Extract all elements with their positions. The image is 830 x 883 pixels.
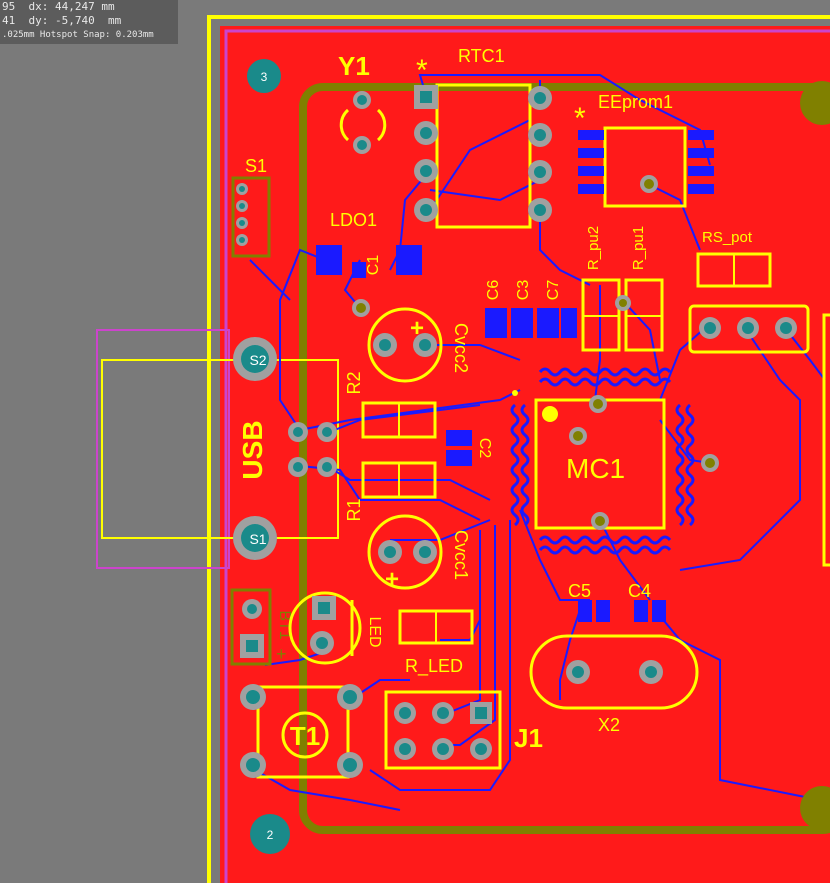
label-r-pu2: R_pu2 bbox=[585, 226, 602, 270]
label-s1-switch: S1 bbox=[245, 156, 267, 176]
mc1-pads[interactable] bbox=[510, 367, 695, 555]
keepout-outline bbox=[224, 29, 830, 883]
mount-hole-3-label: 3 bbox=[261, 70, 268, 84]
led-outline bbox=[288, 591, 362, 665]
label-bt1: BT1 bbox=[276, 610, 293, 639]
s1-switch-pads[interactable] bbox=[236, 183, 248, 246]
eeprom1-pads[interactable] bbox=[578, 130, 714, 194]
label-c1: C1 bbox=[365, 255, 382, 276]
x2-outline bbox=[529, 634, 699, 710]
mount-hole-3[interactable] bbox=[247, 59, 281, 93]
mc1-dot bbox=[512, 390, 518, 396]
label-c7: C7 bbox=[545, 280, 562, 301]
cvcc2-outline bbox=[367, 307, 443, 383]
usb-signal-pads[interactable] bbox=[288, 422, 337, 477]
j1-outline bbox=[384, 690, 502, 770]
mount-hole-2-label: 2 bbox=[267, 828, 274, 842]
label-r2: R2 bbox=[344, 371, 364, 394]
t1-outline bbox=[256, 685, 350, 779]
label-mc1: MC1 bbox=[566, 453, 625, 484]
label-rtc1: RTC1 bbox=[458, 46, 505, 66]
mount-hole-2[interactable] bbox=[250, 814, 290, 854]
hud-dy: dy: -5,740 mm bbox=[28, 14, 122, 27]
label-x2: X2 bbox=[598, 715, 620, 735]
cvcc1-plus: + bbox=[385, 566, 399, 593]
hud-line2-prefix: 41 bbox=[2, 14, 16, 27]
label-cvcc2: Cvcc2 bbox=[451, 323, 471, 373]
label-r-led: R_LED bbox=[405, 656, 463, 677]
eeprom1-outline bbox=[603, 126, 687, 208]
label-c5: C5 bbox=[568, 581, 591, 601]
eeprom1-pin1-marker: * bbox=[574, 102, 586, 135]
label-led: LED bbox=[366, 616, 383, 647]
label-rs-pot: RS_pot bbox=[702, 229, 753, 246]
label-eeprom1: EEprom1 bbox=[598, 92, 673, 112]
label-r-pu1: R_pu1 bbox=[630, 226, 647, 270]
t1-circle bbox=[281, 711, 329, 759]
label-y1: Y1 bbox=[338, 51, 370, 81]
label-c4: C4 bbox=[628, 581, 651, 601]
hud-snap-info: .025mm Hotspot Snap: 0.203mm bbox=[2, 30, 154, 40]
label-c6: C6 bbox=[485, 280, 502, 301]
label-t1: T1 bbox=[290, 721, 320, 751]
bt1-plus: + bbox=[276, 644, 287, 664]
cvcc1-outline bbox=[367, 514, 443, 590]
ldo1-pads[interactable] bbox=[316, 245, 422, 278]
c2-pads[interactable] bbox=[446, 430, 472, 466]
label-c3: C3 bbox=[515, 280, 532, 301]
mount-hole-right-bottom[interactable] bbox=[800, 786, 830, 830]
usb-courtyard bbox=[96, 329, 230, 569]
bottom-traces bbox=[249, 74, 826, 811]
label-ldo1: LDO1 bbox=[330, 210, 377, 230]
label-j1: J1 bbox=[514, 723, 543, 753]
mc1-pin1-marker bbox=[542, 406, 558, 422]
rtc1-outline bbox=[435, 83, 532, 229]
hud-line1-prefix: 95 bbox=[2, 0, 16, 13]
y1-outline bbox=[339, 108, 387, 142]
measurement-readout: 95 dx: 44,247 mm 41 dy: -5,740 mm .025mm… bbox=[0, 0, 178, 44]
right-edge-component bbox=[822, 313, 830, 567]
s1-switch-outline bbox=[231, 176, 271, 258]
rs-pot-body bbox=[688, 304, 810, 354]
usb-outline bbox=[101, 359, 339, 539]
label-cvcc1: Cvcc1 bbox=[451, 530, 471, 580]
bt1-outline bbox=[230, 588, 272, 666]
usb-s2-label: S2 bbox=[249, 352, 266, 368]
c6-c3-c7-pads[interactable] bbox=[485, 308, 577, 338]
label-r1: R1 bbox=[344, 498, 364, 521]
mount-hole-right-top[interactable] bbox=[800, 81, 830, 125]
board-edge-silk bbox=[207, 15, 830, 883]
label-usb: USB bbox=[237, 420, 268, 479]
rtc1-pin1-marker: * bbox=[416, 54, 428, 87]
hud-dx: dx: 44,247 mm bbox=[28, 0, 115, 13]
j1-pads[interactable] bbox=[394, 702, 492, 760]
usb-s1-label: S1 bbox=[249, 531, 266, 547]
label-c2: C2 bbox=[476, 438, 493, 459]
c5-c4-pads[interactable] bbox=[578, 600, 666, 622]
